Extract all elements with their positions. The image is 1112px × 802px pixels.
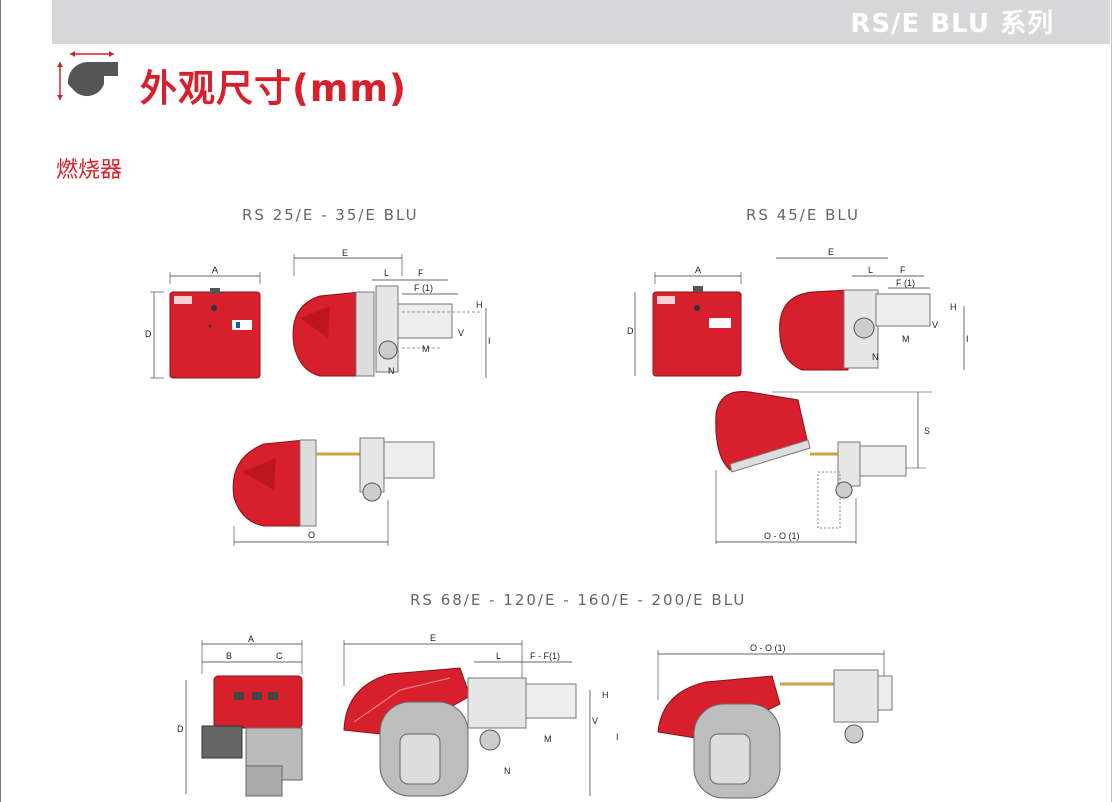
dim-label-h: H xyxy=(476,300,483,310)
dim-label-l-45: L xyxy=(868,265,873,275)
dim-label-v-45: V xyxy=(932,320,938,330)
dim-label-o: O xyxy=(308,530,315,540)
dim-label-s: S xyxy=(924,426,930,436)
subsection-title: 燃烧器 xyxy=(56,158,123,183)
dim-label-l-68: L xyxy=(496,651,501,661)
dim-label-c: C xyxy=(276,651,283,661)
dim-label-v-68: V xyxy=(592,716,598,726)
dim-label-d-45: D xyxy=(627,326,634,336)
dim-label-f-45: F xyxy=(900,265,906,275)
dim-label-n-45: N xyxy=(872,352,879,362)
dim-label-a: A xyxy=(212,265,218,275)
dim-label-oo1: O - O (1) xyxy=(764,531,800,541)
dim-label-f: F xyxy=(418,268,424,278)
dim-label-i-68: I xyxy=(616,732,619,742)
dim-label-h-68: H xyxy=(602,690,609,700)
dim-label-n: N xyxy=(388,366,395,376)
page-border-left xyxy=(0,0,1,802)
dim-label-i-45: I xyxy=(966,334,969,344)
dim-label-a-45: A xyxy=(695,265,701,275)
fan-dimension-icon xyxy=(57,51,118,100)
dim-label-l: L xyxy=(384,268,389,278)
dim-label-n-68: N xyxy=(504,766,511,776)
dim-label-m: M xyxy=(422,344,430,354)
dim-label-v: V xyxy=(458,328,464,338)
dim-label-f1-45: F (1) xyxy=(896,278,915,288)
dim-label-d: D xyxy=(145,329,152,339)
rs68-open-view: O - O (1) xyxy=(657,643,893,799)
rs68-side-view: E L F - F(1) H V M N I xyxy=(343,633,619,797)
dim-label-f1: F (1) xyxy=(414,283,433,293)
dim-label-ff1: F - F(1) xyxy=(530,651,560,661)
header-title: RS/E BLU 系列 xyxy=(850,9,1054,39)
model-label-rs45: RS 45/E BLU xyxy=(746,206,860,224)
model-label-rs25: RS 25/E - 35/E BLU xyxy=(242,206,419,224)
dim-label-d-68: D xyxy=(177,724,184,734)
rs45-side-view: E L F F (1) H V M N I xyxy=(776,247,969,371)
rs45-open-view: S O - O (1) xyxy=(715,390,932,544)
dim-label-i: I xyxy=(488,336,491,346)
dim-label-e-68: E xyxy=(430,633,436,643)
dim-label-m-45: M xyxy=(902,334,910,344)
rs68-front-view: A B C D xyxy=(177,634,303,797)
model-label-rs68: RS 68/E - 120/E - 160/E - 200/E BLU xyxy=(410,591,747,609)
dim-label-h-45: H xyxy=(950,302,957,312)
header-bar: RS/E BLU 系列 xyxy=(52,0,1110,44)
dim-label-e-45: E xyxy=(828,247,834,257)
dim-label-e: E xyxy=(342,248,348,258)
rs25-open-view: O xyxy=(232,437,435,546)
rs25-side-view: E L F F (1) H V M N I xyxy=(292,248,491,378)
dim-label-m-68: M xyxy=(544,734,552,744)
rs25-front-view: A D xyxy=(145,265,261,379)
rs45-front-view: A D xyxy=(627,265,742,377)
dim-label-b: B xyxy=(226,651,232,661)
section-title: 外观尺寸(mm) xyxy=(140,67,407,110)
dim-label-a-68: A xyxy=(248,634,254,644)
dim-label-oo1-68: O - O (1) xyxy=(750,643,786,653)
